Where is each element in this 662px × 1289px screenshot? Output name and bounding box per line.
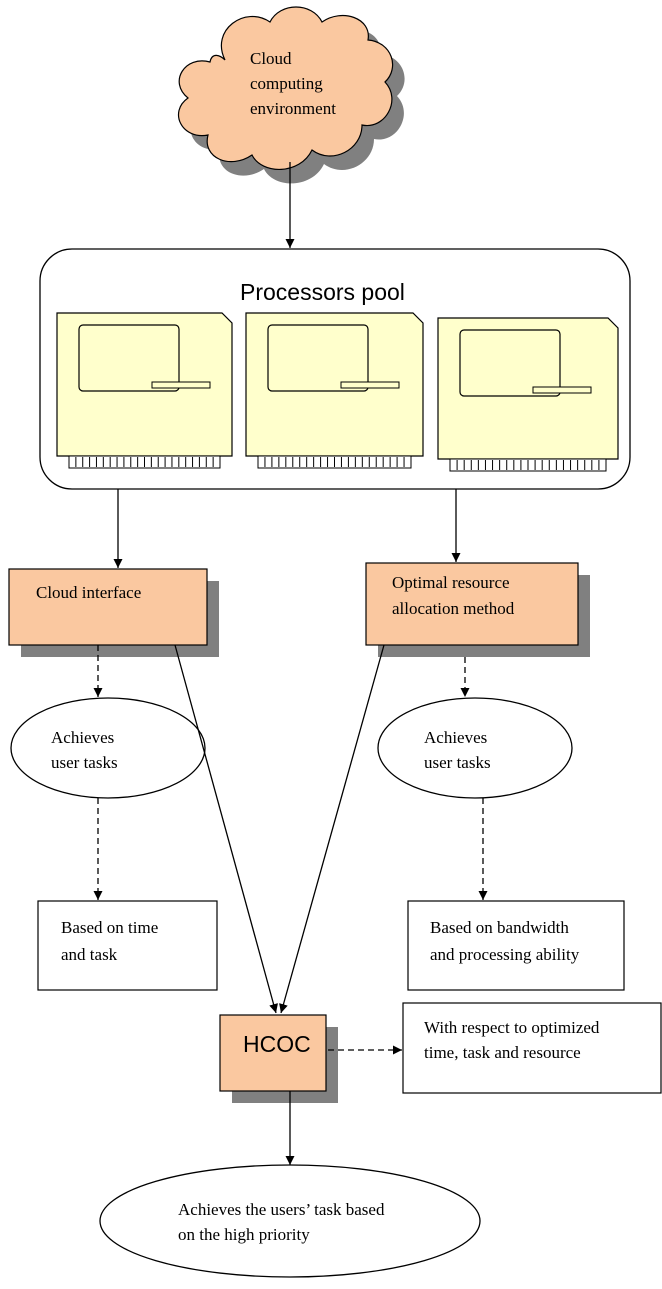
allocation-label-2: allocation method [392,599,515,618]
left-note-label-1: Based on time [61,918,159,937]
cloud-label-1: Cloud [250,49,292,68]
right-oval [377,697,573,799]
right-oval-label-1: Achieves [424,728,488,747]
computer-icon [437,317,619,472]
cloud-label-2: computing [250,74,323,93]
hcoc-box [219,1014,327,1092]
left-oval-label-1: Achieves [51,728,115,747]
cloud-shape [177,6,405,184]
interface-box [8,568,208,646]
optimized-note-label-1: With respect to optimized [424,1018,600,1037]
allocation-label-1: Optimal resource [392,573,510,592]
hcoc-label: HCOC [243,1031,311,1057]
right-note-box [407,900,625,991]
pool-title: Processors pool [240,279,405,305]
computer-icon [56,312,233,469]
computer-screen [267,324,369,392]
left-oval [10,697,206,799]
computer-screen [78,324,180,392]
computers-group [56,312,619,472]
arrow-allocation-to-hcoc [279,644,385,1014]
optimized-note-label-2: time, task and resource [424,1043,581,1062]
computer-icon [245,312,424,469]
final-oval [99,1164,481,1278]
computer-drive-slot [151,381,211,389]
left-note-box [37,900,218,991]
computer-drive-slot [532,386,592,394]
right-note-label-1: Based on bandwidth [430,918,569,937]
final-oval-label-2: on the high priority [178,1225,310,1244]
right-note-label-2: and processing ability [430,945,580,964]
computer-drive-slot [340,381,400,389]
left-note-label-2: and task [61,945,118,964]
cloud-label-3: environment [250,99,336,118]
interface-label: Cloud interface [36,583,142,602]
computer-screen [459,329,561,397]
allocation-box [365,562,579,646]
right-oval-label-2: user tasks [424,753,491,772]
final-oval-label-1: Achieves the users’ task based [178,1200,385,1219]
optimized-note-box [402,1002,662,1094]
left-oval-label-2: user tasks [51,753,118,772]
arrow-interface-to-hcoc [174,644,278,1014]
